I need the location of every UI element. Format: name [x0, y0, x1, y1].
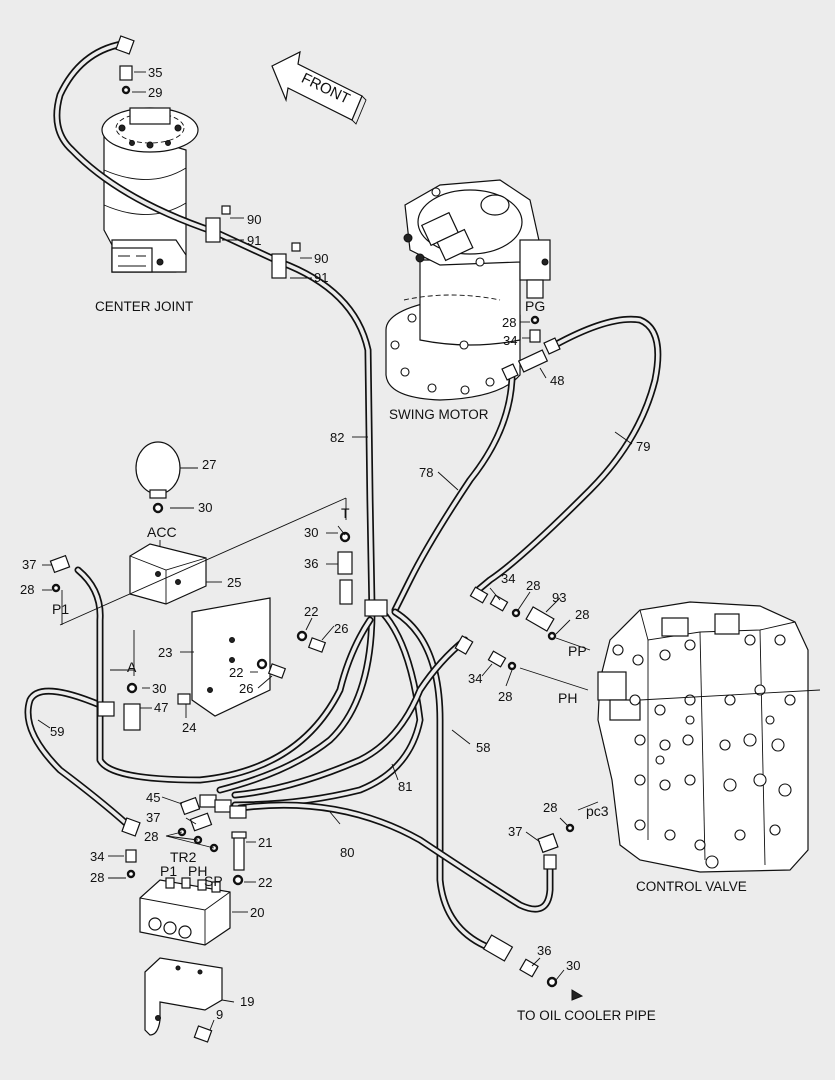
label-34-l: 34	[90, 849, 104, 864]
label-28-93: 28	[575, 607, 589, 622]
port-a: A	[127, 659, 137, 675]
label-36-oc: 36	[537, 943, 551, 958]
label-81: 81	[398, 779, 412, 794]
label-25: 25	[227, 575, 241, 590]
fitting-93	[525, 606, 555, 632]
label-59: 59	[50, 724, 64, 739]
label-28-m: 28	[144, 829, 158, 844]
control-valve: CONTROL VALVE	[597, 601, 809, 894]
label-23: 23	[158, 645, 172, 660]
tee-48	[517, 349, 549, 373]
label-27: 27	[202, 457, 216, 472]
label-37-acc: 37	[22, 557, 36, 572]
label-9: 9	[216, 1007, 223, 1022]
label-80: 80	[340, 845, 354, 860]
bracket-19	[144, 957, 223, 1036]
label-37-pc3: 37	[508, 824, 522, 839]
label-35: 35	[148, 65, 162, 80]
oring-29	[121, 85, 131, 95]
label-78: 78	[419, 465, 433, 480]
label-26a: 26	[334, 621, 348, 636]
label-48: 48	[550, 373, 564, 388]
center-joint: CENTER JOINT	[95, 107, 199, 314]
fitting-36-t	[337, 551, 353, 575]
accumulator-27	[135, 441, 181, 495]
label-82: 82	[330, 430, 344, 445]
label-28-l: 28	[90, 870, 104, 885]
port-sp: SP	[204, 873, 223, 889]
label-90a: 90	[247, 212, 261, 227]
label-30-a: 30	[152, 681, 166, 696]
swing-motor: SWING MOTOR	[385, 179, 551, 422]
label-22-m: 22	[258, 875, 272, 890]
port-p1-acc: P1	[52, 601, 69, 617]
label-28-pc3: 28	[543, 800, 557, 815]
elbow-47	[123, 703, 141, 731]
label-36-t: 36	[304, 556, 318, 571]
label-22a: 22	[304, 604, 318, 619]
label-91a: 91	[247, 233, 261, 248]
hoses	[24, 40, 662, 952]
label-30-acc: 30	[198, 500, 212, 515]
bolt-9	[193, 1025, 213, 1043]
label-30-t: 30	[304, 525, 318, 540]
label-28-ph: 28	[498, 689, 512, 704]
fitting-35	[115, 35, 135, 55]
label-29: 29	[148, 85, 162, 100]
label-20: 20	[250, 905, 264, 920]
port-ph-block: PH	[188, 863, 207, 879]
bolt-21	[233, 835, 245, 871]
clamp-91a	[205, 217, 221, 243]
port-pg: PG	[525, 298, 545, 314]
fitting-36-oc	[519, 958, 539, 978]
elbow-37-acc	[49, 554, 71, 574]
label-34-ph: 34	[468, 671, 482, 686]
swing-motor-label: SWING MOTOR	[389, 407, 489, 422]
clamp-91b	[271, 253, 287, 279]
acc-block-25	[129, 543, 207, 605]
label-90b: 90	[314, 251, 328, 266]
part-number-labels: 35 29 90 91 90 91 PG 28 34 48 82 79 78 2…	[20, 65, 656, 1023]
label-21: 21	[258, 835, 272, 850]
elbow-37-pc3	[537, 832, 559, 854]
label-45: 45	[146, 790, 160, 805]
label-91b: 91	[314, 270, 328, 285]
port-ph: PH	[558, 690, 577, 706]
label-34-pg: 34	[503, 333, 517, 348]
leader-lines	[37, 71, 821, 1031]
oil-cooler-label: TO OIL COOLER PIPE	[517, 1008, 656, 1023]
label-37-m: 37	[146, 810, 160, 825]
port-pc3: pc3	[586, 803, 609, 819]
label-24: 24	[182, 720, 196, 735]
label-79: 79	[636, 439, 650, 454]
front-arrow: FRONT	[271, 50, 367, 125]
fittings	[49, 35, 584, 1043]
port-p1-block: P1	[160, 863, 177, 879]
manifold-20	[139, 879, 231, 946]
port-tr2: TR2	[170, 849, 197, 865]
bracket-23	[191, 597, 271, 717]
label-19: 19	[240, 994, 254, 1009]
label-28-pg: 28	[502, 315, 516, 330]
label-30-oc: 30	[566, 958, 580, 973]
label-58: 58	[476, 740, 490, 755]
label-28-acc: 28	[20, 582, 34, 597]
label-22b: 22	[229, 665, 243, 680]
label-47: 47	[154, 700, 168, 715]
control-valve-label: CONTROL VALVE	[636, 879, 747, 894]
port-t: T	[341, 505, 350, 521]
port-acc: ACC	[147, 524, 177, 540]
label-26b: 26	[239, 681, 253, 696]
label-28-r: 28	[526, 578, 540, 593]
center-joint-label: CENTER JOINT	[95, 299, 193, 314]
fitting-45	[179, 796, 201, 816]
label-93: 93	[552, 590, 566, 605]
port-pp: PP	[568, 643, 587, 659]
label-34-r: 34	[501, 571, 515, 586]
